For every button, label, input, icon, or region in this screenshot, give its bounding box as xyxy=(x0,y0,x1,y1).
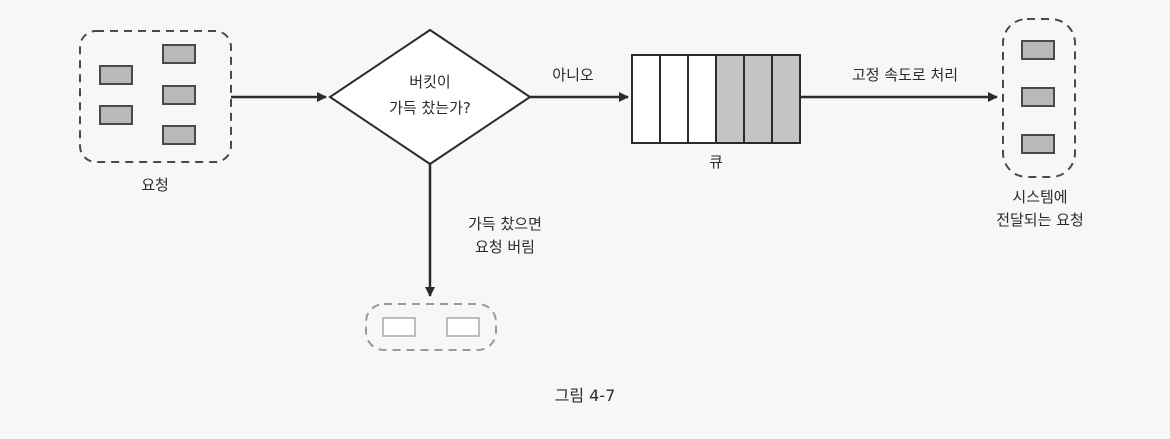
system-request-box xyxy=(1021,40,1055,60)
request-box xyxy=(162,85,196,105)
request-box xyxy=(162,125,196,145)
request-box xyxy=(162,44,196,64)
system-dashed-border xyxy=(1002,18,1076,178)
yes-branch-label-line1: 가득 찼으면 xyxy=(468,215,542,233)
fixed-rate-label: 고정 속도로 처리 xyxy=(851,66,959,84)
no-branch-label: 아니오 xyxy=(552,66,594,84)
requests-label: 요청 xyxy=(141,176,169,194)
queue-slot xyxy=(659,54,689,144)
queue xyxy=(631,54,801,144)
decision-label-line1: 버킷이 xyxy=(409,73,451,91)
queue-slot xyxy=(631,54,661,144)
system-request-box xyxy=(1021,134,1055,154)
decision-diamond xyxy=(328,28,532,166)
dropped-request-box xyxy=(446,317,480,337)
figure-caption: 그림 4-7 xyxy=(554,386,616,405)
queue-slot-filled xyxy=(715,54,745,144)
system-group xyxy=(1002,18,1076,178)
yes-branch-label-line2: 요청 버림 xyxy=(475,238,535,256)
queue-slot-filled xyxy=(771,54,801,144)
system-label-line1: 시스템에 xyxy=(1012,188,1068,206)
system-label-line2: 전달되는 요청 xyxy=(996,211,1084,229)
decision-label-line2: 가득 찼는가? xyxy=(389,99,471,117)
queue-slot xyxy=(687,54,717,144)
request-box xyxy=(99,105,133,125)
system-request-box xyxy=(1021,87,1055,107)
requests-dashed-border xyxy=(79,30,232,163)
dropped-dashed-border xyxy=(365,303,497,351)
dropped-request-box xyxy=(382,317,416,337)
requests-group xyxy=(79,30,232,163)
request-box xyxy=(99,65,133,85)
dropped-group xyxy=(365,303,497,351)
queue-label: 큐 xyxy=(709,153,723,171)
queue-slot-filled xyxy=(743,54,773,144)
